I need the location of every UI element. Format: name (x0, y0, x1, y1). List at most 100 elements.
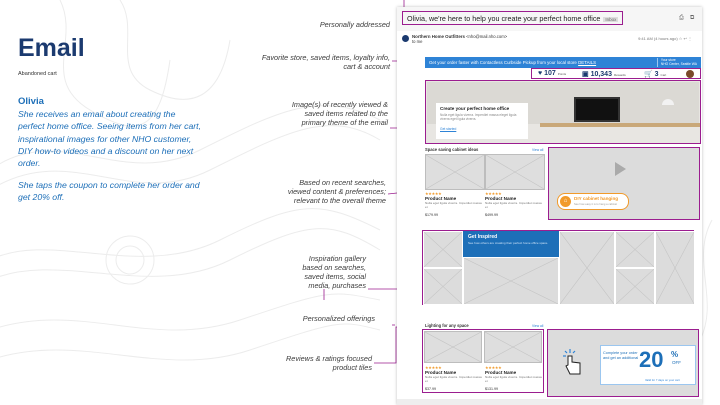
gallery-image[interactable] (423, 231, 463, 268)
coupon-percent: 20 (639, 347, 664, 372)
product-image[interactable] (485, 154, 545, 190)
coupon-card[interactable]: Complete your order and get an additiona… (600, 345, 696, 385)
reviewed-products: ★★★★★ Product Name Nulla eget ligula viv… (422, 329, 544, 393)
diy-subtitle: See how easy it is to hang a cabinet (574, 203, 618, 206)
persona-story: She receives an email about creating the… (18, 108, 203, 212)
sender-email: <nho@mail.nho.com> (466, 34, 508, 39)
product-price: $37.99 (425, 387, 436, 391)
product-desc: Nulla eget ligula viverra. Imperdiet mas… (485, 201, 542, 209)
diy-title: DIY cabinet hanging (574, 196, 619, 201)
sender-name: Northern Home Outfitters (412, 34, 465, 39)
favorite-store[interactable]: Your store NHO Center, Seattle WA (656, 58, 697, 67)
gallery-image[interactable] (615, 268, 655, 305)
tap-cursor-icon (563, 349, 581, 375)
slide-subtitle: Abandoned cart (18, 71, 57, 77)
rating-stars: ★★★★★ (485, 191, 502, 196)
annotation-inspiration: Inspiration gallery based on searches, s… (302, 254, 366, 291)
cart-counter[interactable]: 🛒 3 Cart (644, 71, 667, 78)
points-label: Points (557, 72, 567, 76)
hero-lamp (662, 99, 674, 105)
coupon-offer[interactable]: Complete your order and get an additiona… (547, 329, 699, 397)
view-all-link[interactable]: View all (532, 324, 544, 328)
inbox-tag[interactable]: Inbox (603, 17, 619, 22)
product-name: Product Name (425, 370, 457, 375)
rating-stars: ★★★★★ (425, 365, 442, 370)
hero-monitor (574, 97, 620, 122)
product-name: Product Name (425, 196, 457, 201)
inspiration-gallery: Get Inspired See how others are creating… (422, 230, 695, 305)
hero-banner[interactable]: Create your perfect home office Nulla eg… (425, 80, 701, 144)
print-icon[interactable]: ⎙ (679, 15, 684, 21)
hero-title: Create your perfect home office (440, 106, 510, 111)
email-subject-text: Olivia, we're here to help you create yo… (407, 14, 601, 23)
reply-icon[interactable]: ↩ (683, 36, 687, 41)
coupon-off: OFF (672, 360, 681, 365)
gallery-image[interactable] (655, 231, 695, 305)
annotation-personalized: Personalized offerings (302, 314, 375, 323)
rewards-counter[interactable]: ▣ 10,343 Rewards (582, 71, 626, 78)
email-footer (397, 399, 702, 405)
email-timestamp: 9:41 AM (4 hours ago) (638, 36, 678, 41)
sender-to: to me (412, 39, 423, 44)
loyalty-bar: ♥ 107 Points ▣ 10,343 Rewards 🛒 3 Cart (531, 68, 701, 79)
coupon-percent-sign: % (671, 350, 679, 359)
coupon-text: Complete your order and get an additiona… (603, 351, 639, 360)
product-tile[interactable]: ★★★★★ Product Name Nulla eget ligula viv… (425, 191, 485, 217)
product-name: Product Name (485, 370, 517, 375)
diy-badge[interactable]: ⌂ DIY cabinet hanging See how easy it is… (557, 193, 629, 210)
sender-avatar (402, 35, 409, 42)
curbside-banner: Get your order faster with Contactless C… (425, 57, 701, 68)
store-name: NHO Center, Seattle WA (660, 62, 697, 66)
sender-info: Northern Home Outfitters <nho@mail.nho.c… (412, 34, 507, 44)
product-price: $499.99 (485, 213, 498, 217)
annotation-images-recent: Image(s) of recently viewed & saved item… (291, 100, 388, 128)
hero-link[interactable]: Get started (440, 127, 457, 131)
more-icon[interactable]: ⋮ (688, 36, 692, 41)
star-icon[interactable]: ☆ (678, 36, 683, 41)
section-title-cabinets: Space saving cabinet ideas (425, 147, 479, 152)
gallery-image[interactable] (463, 257, 559, 305)
rating-stars: ★★★★★ (425, 191, 442, 196)
account-avatar[interactable] (686, 70, 694, 78)
annotation-personally-addressed: Personally addressed (319, 20, 390, 29)
product-price: $179.99 (425, 213, 438, 217)
email-subject-bar: Olivia, we're here to help you create yo… (397, 7, 702, 31)
view-all-link[interactable]: View all (532, 148, 544, 152)
annotation-favorites: Favorite store, saved items, loyalty inf… (261, 53, 390, 72)
gallery-image[interactable] (615, 231, 655, 268)
product-image[interactable] (484, 331, 542, 363)
product-name: Product Name (485, 196, 517, 201)
rewards-label: Rewards (613, 73, 626, 77)
play-icon[interactable] (615, 162, 626, 176)
get-inspired-card[interactable]: Get Inspired See how others are creating… (463, 231, 559, 257)
diy-video[interactable]: ⌂ DIY cabinet hanging See how easy it is… (548, 147, 700, 220)
annotation-reviews: Reviews & ratings focused product tiles (286, 354, 372, 373)
open-new-window-icon[interactable]: ⧉ (690, 15, 695, 21)
product-desc: Nulla eget ligula viverra. Imperdiet mas… (485, 375, 542, 383)
slide-title: Email (18, 34, 85, 62)
product-desc: Nulla eget ligula viverra. Imperdiet mas… (425, 201, 482, 209)
product-image[interactable] (425, 154, 485, 190)
points-counter[interactable]: ♥ 107 Points (538, 70, 567, 77)
cart-value: 3 (654, 71, 659, 78)
product-tile[interactable]: ★★★★★ Product Name Nulla eget ligula viv… (425, 365, 482, 391)
email-preview: Olivia, we're here to help you create yo… (397, 7, 702, 405)
curbside-details-link[interactable]: DETAILS (578, 60, 597, 65)
gallery-image[interactable] (559, 231, 615, 305)
persona-name: Olivia (18, 96, 44, 107)
store-label: Your store (660, 58, 676, 62)
story-paragraph: She taps the coupon to complete her orde… (18, 179, 200, 203)
coupon-terms[interactable]: Valid for 7 days on your cart (645, 378, 680, 382)
product-tile[interactable]: ★★★★★ Product Name Nulla eget ligula viv… (485, 365, 542, 391)
curbside-text: Get your order faster with Contactless C… (429, 60, 577, 65)
points-value: 107 (544, 70, 556, 77)
rating-stars: ★★★★★ (485, 365, 502, 370)
product-image[interactable] (424, 331, 482, 363)
product-tile[interactable]: ★★★★★ Product Name Nulla eget ligula viv… (485, 191, 545, 217)
gallery-image[interactable] (423, 268, 463, 305)
email-subject: Olivia, we're here to help you create yo… (402, 11, 624, 25)
sender-meta: 9:41 AM (4 hours ago) ☆ ↩ ⋮ (638, 36, 692, 41)
product-desc: Nulla eget ligula viverra. Imperdiet mas… (425, 375, 482, 383)
hero-desk (540, 123, 700, 127)
